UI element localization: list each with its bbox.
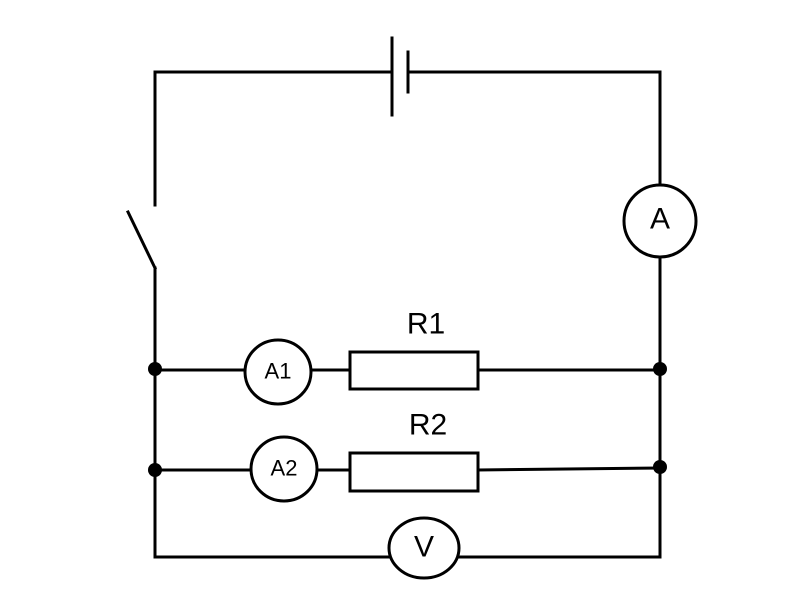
voltmeter: V	[387, 516, 461, 580]
ammeter-2: A2	[249, 435, 319, 503]
resistor-2-label: R2	[409, 409, 447, 442]
ammeter-icon	[622, 183, 698, 259]
resistor-1-label: R1	[407, 308, 445, 341]
ammeter-main: A	[622, 183, 698, 259]
resistor-icon	[348, 350, 480, 391]
resistor-1: R1	[348, 308, 480, 391]
junction-node-icon	[653, 460, 667, 474]
battery-icon	[390, 36, 410, 117]
ammeter-icon	[249, 435, 319, 503]
junction-node-icon	[148, 463, 162, 477]
switch-open-icon	[125, 209, 158, 271]
junction-node-icon	[148, 362, 162, 376]
ammeter-2-label: A2	[271, 456, 298, 481]
resistor-icon	[348, 451, 480, 493]
ammeter-icon	[243, 338, 313, 406]
ammeter-main-label: A	[650, 203, 670, 236]
resistor-2: R2	[348, 409, 480, 493]
junction-node-icon	[653, 362, 667, 376]
branch-2-wire	[153, 466, 662, 472]
voltmeter-icon	[387, 516, 461, 580]
ammeter-1-label: A1	[265, 359, 292, 384]
ammeter-1: A1	[243, 338, 313, 406]
voltmeter-label: V	[414, 531, 434, 564]
